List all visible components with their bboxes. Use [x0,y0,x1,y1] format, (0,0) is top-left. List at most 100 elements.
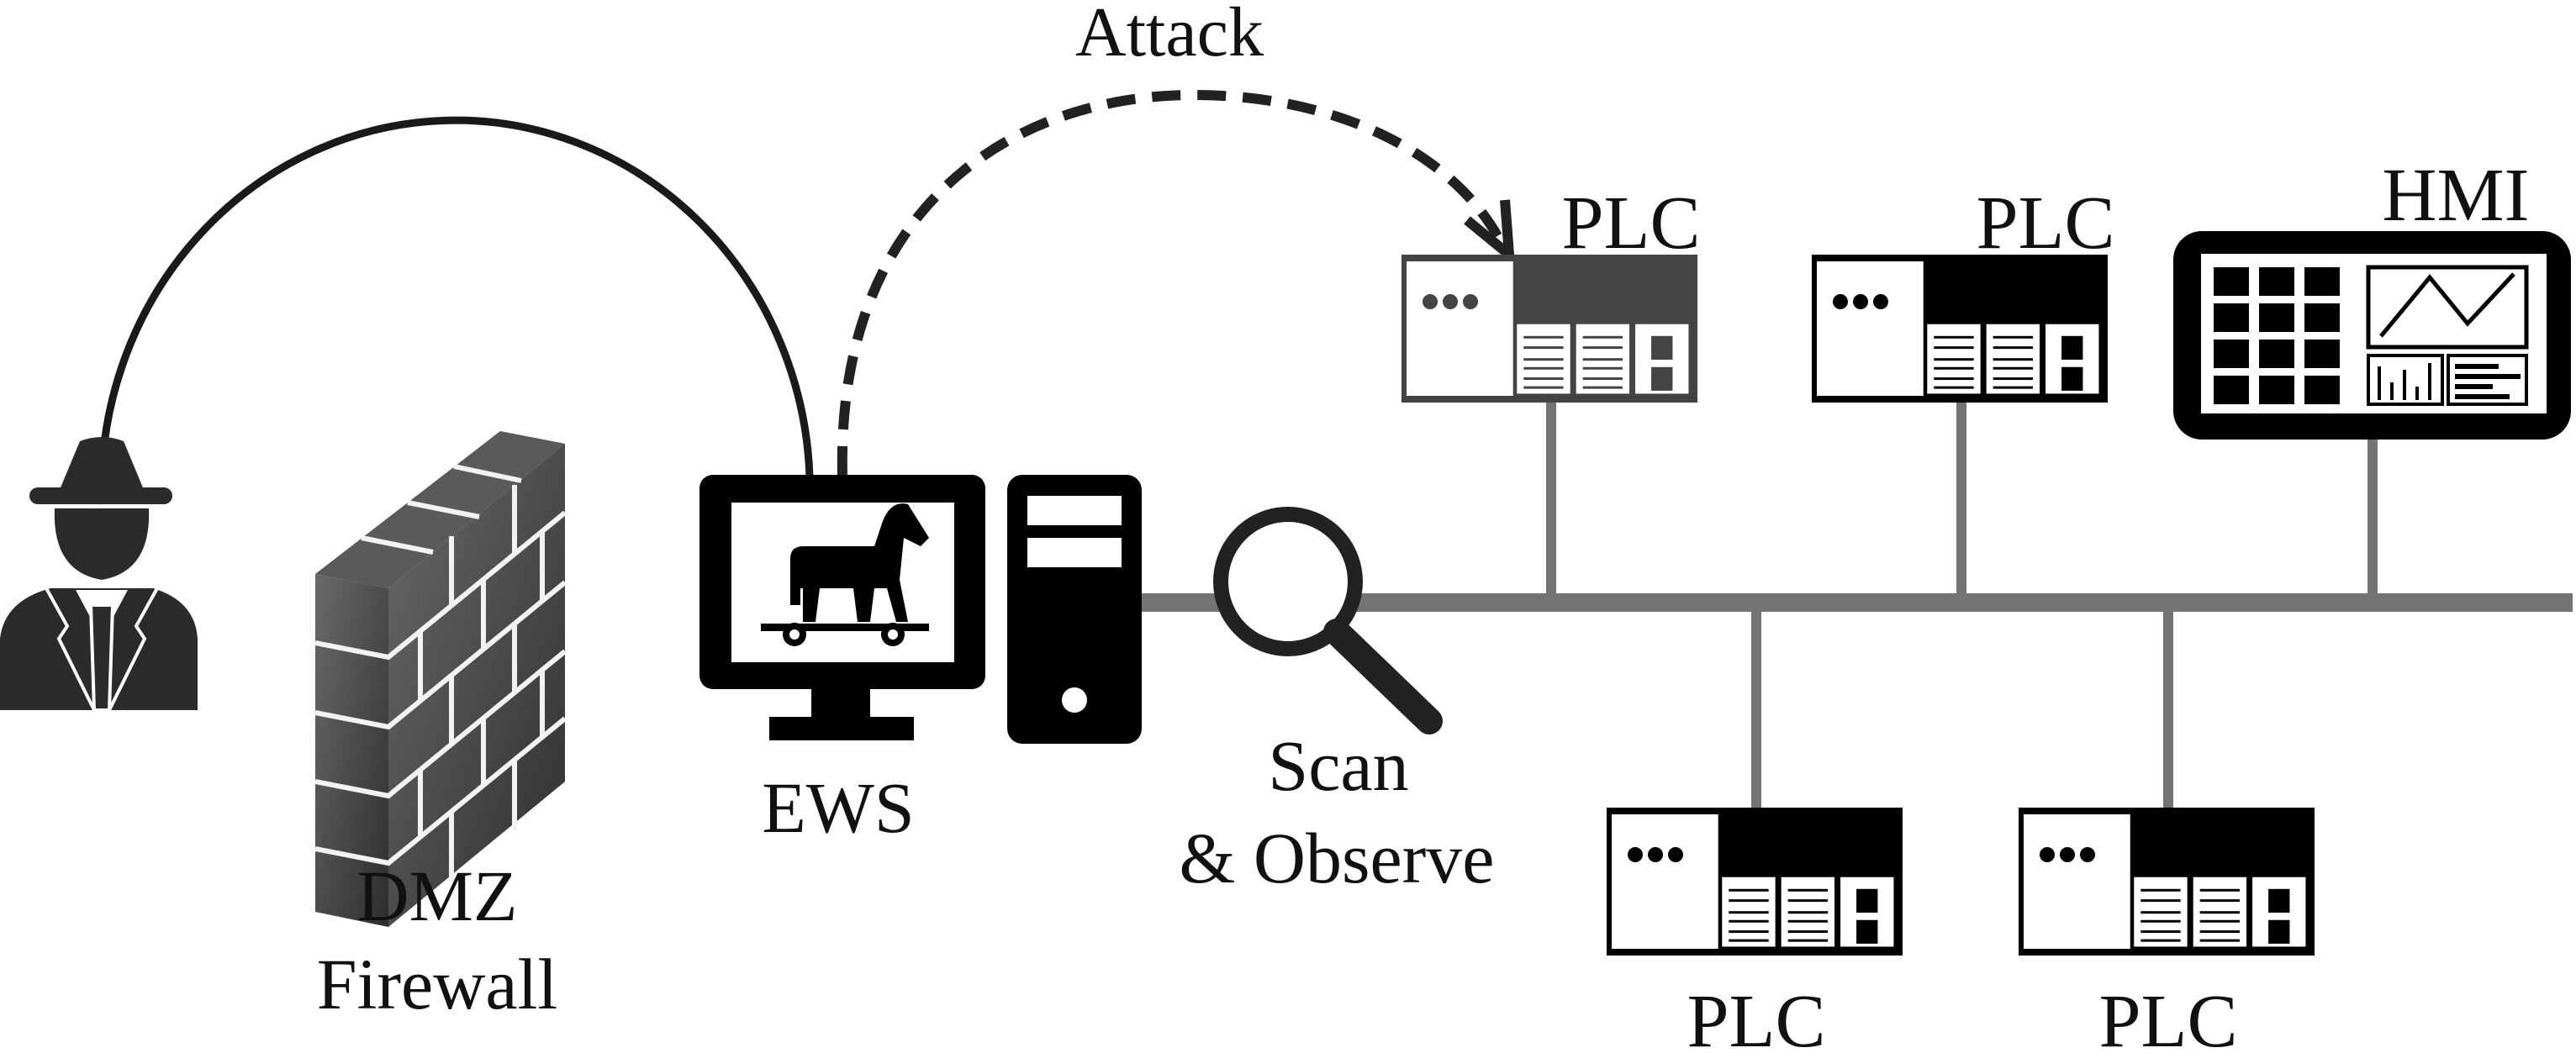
plc-module-led [2268,919,2290,944]
hmi-button-tile [2259,267,2294,296]
plc-module-line [2199,911,2241,914]
hmi-button-tile [2214,267,2249,296]
hmi-bar-panel [2367,354,2444,406]
plc-module-line [1729,930,1769,934]
hmi-button-tile [2214,376,2249,404]
plc-module-line [1729,939,1769,942]
plc-module-led [1651,366,1673,391]
plc-module-line [1523,377,1564,381]
plc-module-led [1651,335,1673,360]
hmi-label: HMI [2383,154,2530,237]
plc-status-dot [1668,847,1683,862]
plc-status-dot [1423,294,1438,309]
pc-tower-icon [1007,475,1142,744]
firewall-label: Firewall [317,944,558,1024]
plc-cpu-panel [1612,814,1718,949]
hmi-button-tile [2214,303,2249,332]
plc-status-dot [1628,847,1643,862]
plc-status-dot [1853,294,1868,309]
observe-label: & Observe [1180,818,1495,898]
plc-module-line [1993,346,2034,350]
plc-bottom-1-icon [1607,808,1903,956]
plc-module-led [1856,888,1878,913]
plc-module-led [1856,919,1878,944]
plc-status-dot [2080,847,2095,862]
plc-module-line [1729,911,1769,914]
attack-path [837,89,1510,476]
plc-module-line [1523,346,1564,350]
plc-bottom-2-label: PLC [2098,980,2237,1053]
plc-status-dot [2040,847,2055,862]
plc-status-dot [1648,847,1663,862]
plc-module-led [2268,888,2290,913]
hmi-button-tile [2214,340,2249,368]
plc-module-line [2199,899,2241,903]
plc-module-line [1993,366,2034,370]
plc-module-line [2199,888,2241,892]
plc-module-line [1934,366,1974,370]
hmi-button-tile [2304,376,2340,404]
plc-module-line [2141,930,2181,934]
plc-module-line [1523,358,1564,361]
drop-line-plc-bottom-1 [1751,609,1761,811]
plc-module-led [2061,366,2083,391]
plc-top-1-icon [1401,255,1697,403]
plc-module-line [1787,911,1829,914]
plc-module-line [1993,377,2034,381]
drop-line-plc-top-1 [1546,403,1556,596]
hmi-trend-line [2379,272,2515,338]
plc-module-line [2199,939,2241,942]
plc-module-line [1582,386,1623,389]
ews-monitor-icon [699,475,985,740]
plc-module-line [2141,911,2181,914]
plc-module-line [1582,346,1623,350]
plc-status-dot [2060,847,2075,862]
magnifier-icon [1213,507,1443,734]
hacker-icon [0,437,198,712]
plc-status-dot [1833,294,1848,309]
hmi-trend-panel [2366,265,2529,350]
plc-top-2-icon [1812,255,2108,403]
plc-module-line [1993,335,2034,339]
plc-module-line [1523,335,1564,339]
plc-module-line [1934,346,1974,350]
drop-line-plc-bottom-2 [2163,609,2173,811]
plc-bottom-1-label: PLC [1687,980,1825,1053]
plc-status-dot [1443,294,1458,309]
hmi-button-tile [2259,340,2294,368]
scan-label: Scan [1268,725,1408,806]
plc-top-1-label: PLC [1561,182,1700,265]
plc-module-line [2141,939,2181,942]
plc-module-line [1787,888,1829,892]
plc-module-line [2141,888,2181,892]
drop-line-plc-top-2 [1956,403,1966,596]
ews-label: EWS [762,767,915,848]
plc-module-line [1787,919,1829,923]
plc-status-dot [1463,294,1478,309]
plc-module-line [1523,386,1564,389]
plc-module-line [1787,939,1829,942]
trojan-horse-icon [761,503,929,646]
intrusion-path [98,116,814,505]
plc-module-line [1729,899,1769,903]
plc-module-led [2061,335,2083,360]
plc-module-line [1729,919,1769,923]
plc-module-line [1523,366,1564,370]
hmi-button-tile [2304,267,2340,296]
plc-cpu-panel [1407,261,1513,396]
plc-module-line [2141,919,2181,923]
plc-module-line [2199,930,2241,934]
plc-module-line [1787,930,1829,934]
plc-module-line [1787,899,1829,903]
plc-module-line [1582,335,1623,339]
plc-module-line [1993,358,2034,361]
attack-label: Attack [1075,0,1264,71]
plc-module-line [1934,358,1974,361]
plc-module-line [1934,377,1974,381]
hmi-button-tile [2259,376,2294,404]
plc-module-line [1729,888,1769,892]
plc-module-line [1934,335,1974,339]
network-bus [1142,403,2573,811]
firewall-icon [314,431,567,927]
